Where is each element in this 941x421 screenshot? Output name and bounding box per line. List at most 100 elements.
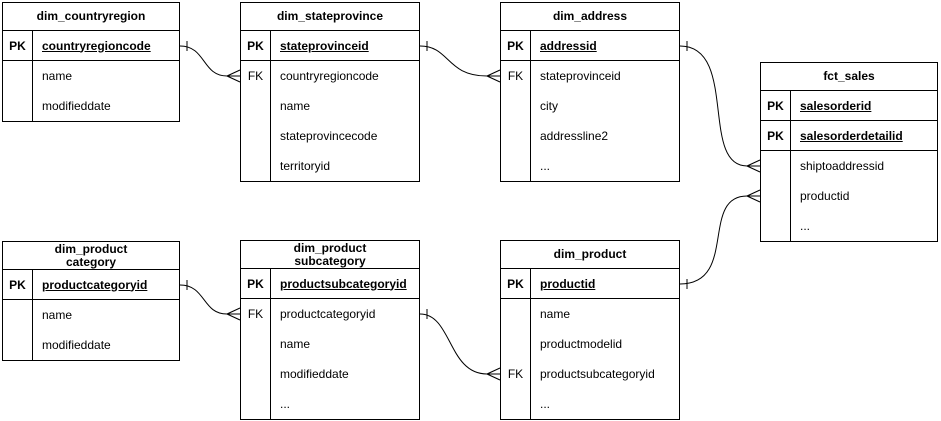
key-label	[501, 329, 531, 359]
edge-subcategory-product[interactable]	[419, 309, 501, 381]
table-row: modifieddate	[241, 359, 419, 389]
entity-title: dim_product	[501, 241, 679, 269]
entity-title: dim_countryregion	[3, 3, 179, 31]
entity-title: dim_product subcategory	[241, 241, 419, 269]
column-name: modifieddate	[42, 99, 111, 113]
key-label	[241, 359, 271, 389]
table-row: PK countryregioncode	[3, 31, 179, 61]
column-name: name	[42, 308, 73, 322]
entity-dim-countryregion[interactable]: dim_countryregion PK countryregioncode n…	[2, 2, 180, 122]
many-marker	[226, 69, 241, 83]
table-row: addressline2	[501, 121, 679, 151]
entity-title: dim_stateprovince	[241, 3, 419, 31]
entity-dim-productcategory[interactable]: dim_product category PK productcategoryi…	[2, 241, 180, 361]
column-name: countryregioncode	[42, 38, 151, 53]
table-row: PK salesorderdetailid	[761, 121, 937, 151]
entity-dim-product[interactable]: dim_product PK productid name productmod…	[500, 240, 680, 420]
edge-line	[179, 284, 228, 315]
table-row: FK stateprovinceid	[501, 61, 679, 91]
key-label	[501, 299, 531, 329]
pk-label: PK	[761, 91, 791, 120]
table-row: name	[3, 61, 179, 91]
pk-label: PK	[501, 269, 531, 298]
many-marker	[746, 159, 761, 173]
entity-title: dim_address	[501, 3, 679, 31]
fk-label: FK	[241, 61, 271, 91]
key-label	[761, 181, 791, 211]
table-row: FK productsubcategoryid	[501, 359, 679, 389]
column-name: productcategoryid	[42, 277, 148, 292]
table-row: modifieddate	[3, 330, 179, 360]
key-label	[501, 91, 531, 121]
column-name: countryregioncode	[280, 69, 379, 83]
many-marker	[746, 189, 761, 203]
column-name: ...	[540, 159, 551, 173]
key-label	[761, 151, 791, 181]
table-row: FK countryregioncode	[241, 61, 419, 91]
edge-product-fctsales[interactable]	[679, 189, 761, 289]
key-label	[761, 211, 791, 241]
entity-dim-address[interactable]: dim_address PK addressid FK stateprovinc…	[500, 2, 680, 182]
column-name: modifieddate	[280, 367, 349, 381]
table-row: FK productcategoryid	[241, 299, 419, 329]
column-name: name	[42, 69, 73, 83]
key-label	[3, 91, 33, 121]
table-row: name	[241, 91, 419, 121]
column-name: name	[280, 99, 311, 113]
edge-line	[679, 45, 748, 167]
column-name: shiptoaddressid	[800, 159, 885, 173]
table-row: name	[501, 299, 679, 329]
pk-label: PK	[241, 269, 271, 298]
pk-label: PK	[3, 31, 33, 60]
many-marker	[226, 307, 241, 321]
fk-label: FK	[501, 359, 531, 389]
table-row: territoryid	[241, 151, 419, 181]
column-name: ...	[280, 397, 291, 411]
table-row: ...	[501, 151, 679, 181]
column-name: modifieddate	[42, 338, 111, 352]
column-name: productsubcategoryid	[540, 367, 655, 381]
edge-line	[419, 313, 488, 375]
edge-line	[679, 195, 748, 285]
edge-category-subcategory[interactable]	[179, 280, 241, 321]
edge-countryregion-stateprovince[interactable]	[179, 41, 241, 83]
column-name: productmodelid	[540, 337, 623, 351]
entity-fct-sales[interactable]: fct_sales PK salesorderid PK salesorderd…	[760, 62, 938, 242]
column-name: name	[280, 337, 311, 351]
fk-label: FK	[501, 61, 531, 91]
table-row: ...	[241, 389, 419, 419]
table-row: PK productcategoryid	[3, 270, 179, 300]
table-row: ...	[761, 211, 937, 241]
table-row: PK addressid	[501, 31, 679, 61]
key-label	[241, 121, 271, 151]
column-name: productid	[540, 276, 596, 291]
key-label	[3, 61, 33, 91]
entity-dim-productsubcategory[interactable]: dim_product subcategory PK productsubcat…	[240, 240, 420, 420]
column-name: ...	[540, 397, 551, 411]
column-name: productid	[800, 189, 850, 203]
many-marker	[486, 69, 501, 83]
table-row: PK productsubcategoryid	[241, 269, 419, 299]
edge-stateprovince-address[interactable]	[419, 41, 501, 83]
pk-label: PK	[3, 270, 33, 299]
pk-label: PK	[501, 31, 531, 60]
column-name: addressline2	[540, 129, 609, 143]
fk-label: FK	[241, 299, 271, 329]
edge-address-fctsales[interactable]	[679, 41, 761, 173]
pk-label: PK	[241, 31, 271, 60]
key-label	[501, 389, 531, 419]
column-name: name	[540, 307, 571, 321]
key-label	[241, 91, 271, 121]
column-name: productcategoryid	[280, 307, 376, 321]
column-name: salesorderdetailid	[800, 128, 903, 143]
table-row: productid	[761, 181, 937, 211]
entity-dim-stateprovince[interactable]: dim_stateprovince PK stateprovinceid FK …	[240, 2, 420, 182]
entity-title: fct_sales	[761, 63, 937, 91]
column-name: stateprovinceid	[540, 69, 621, 83]
pk-label: PK	[761, 121, 791, 150]
many-marker	[486, 367, 501, 381]
key-label	[501, 151, 531, 181]
key-label	[241, 389, 271, 419]
